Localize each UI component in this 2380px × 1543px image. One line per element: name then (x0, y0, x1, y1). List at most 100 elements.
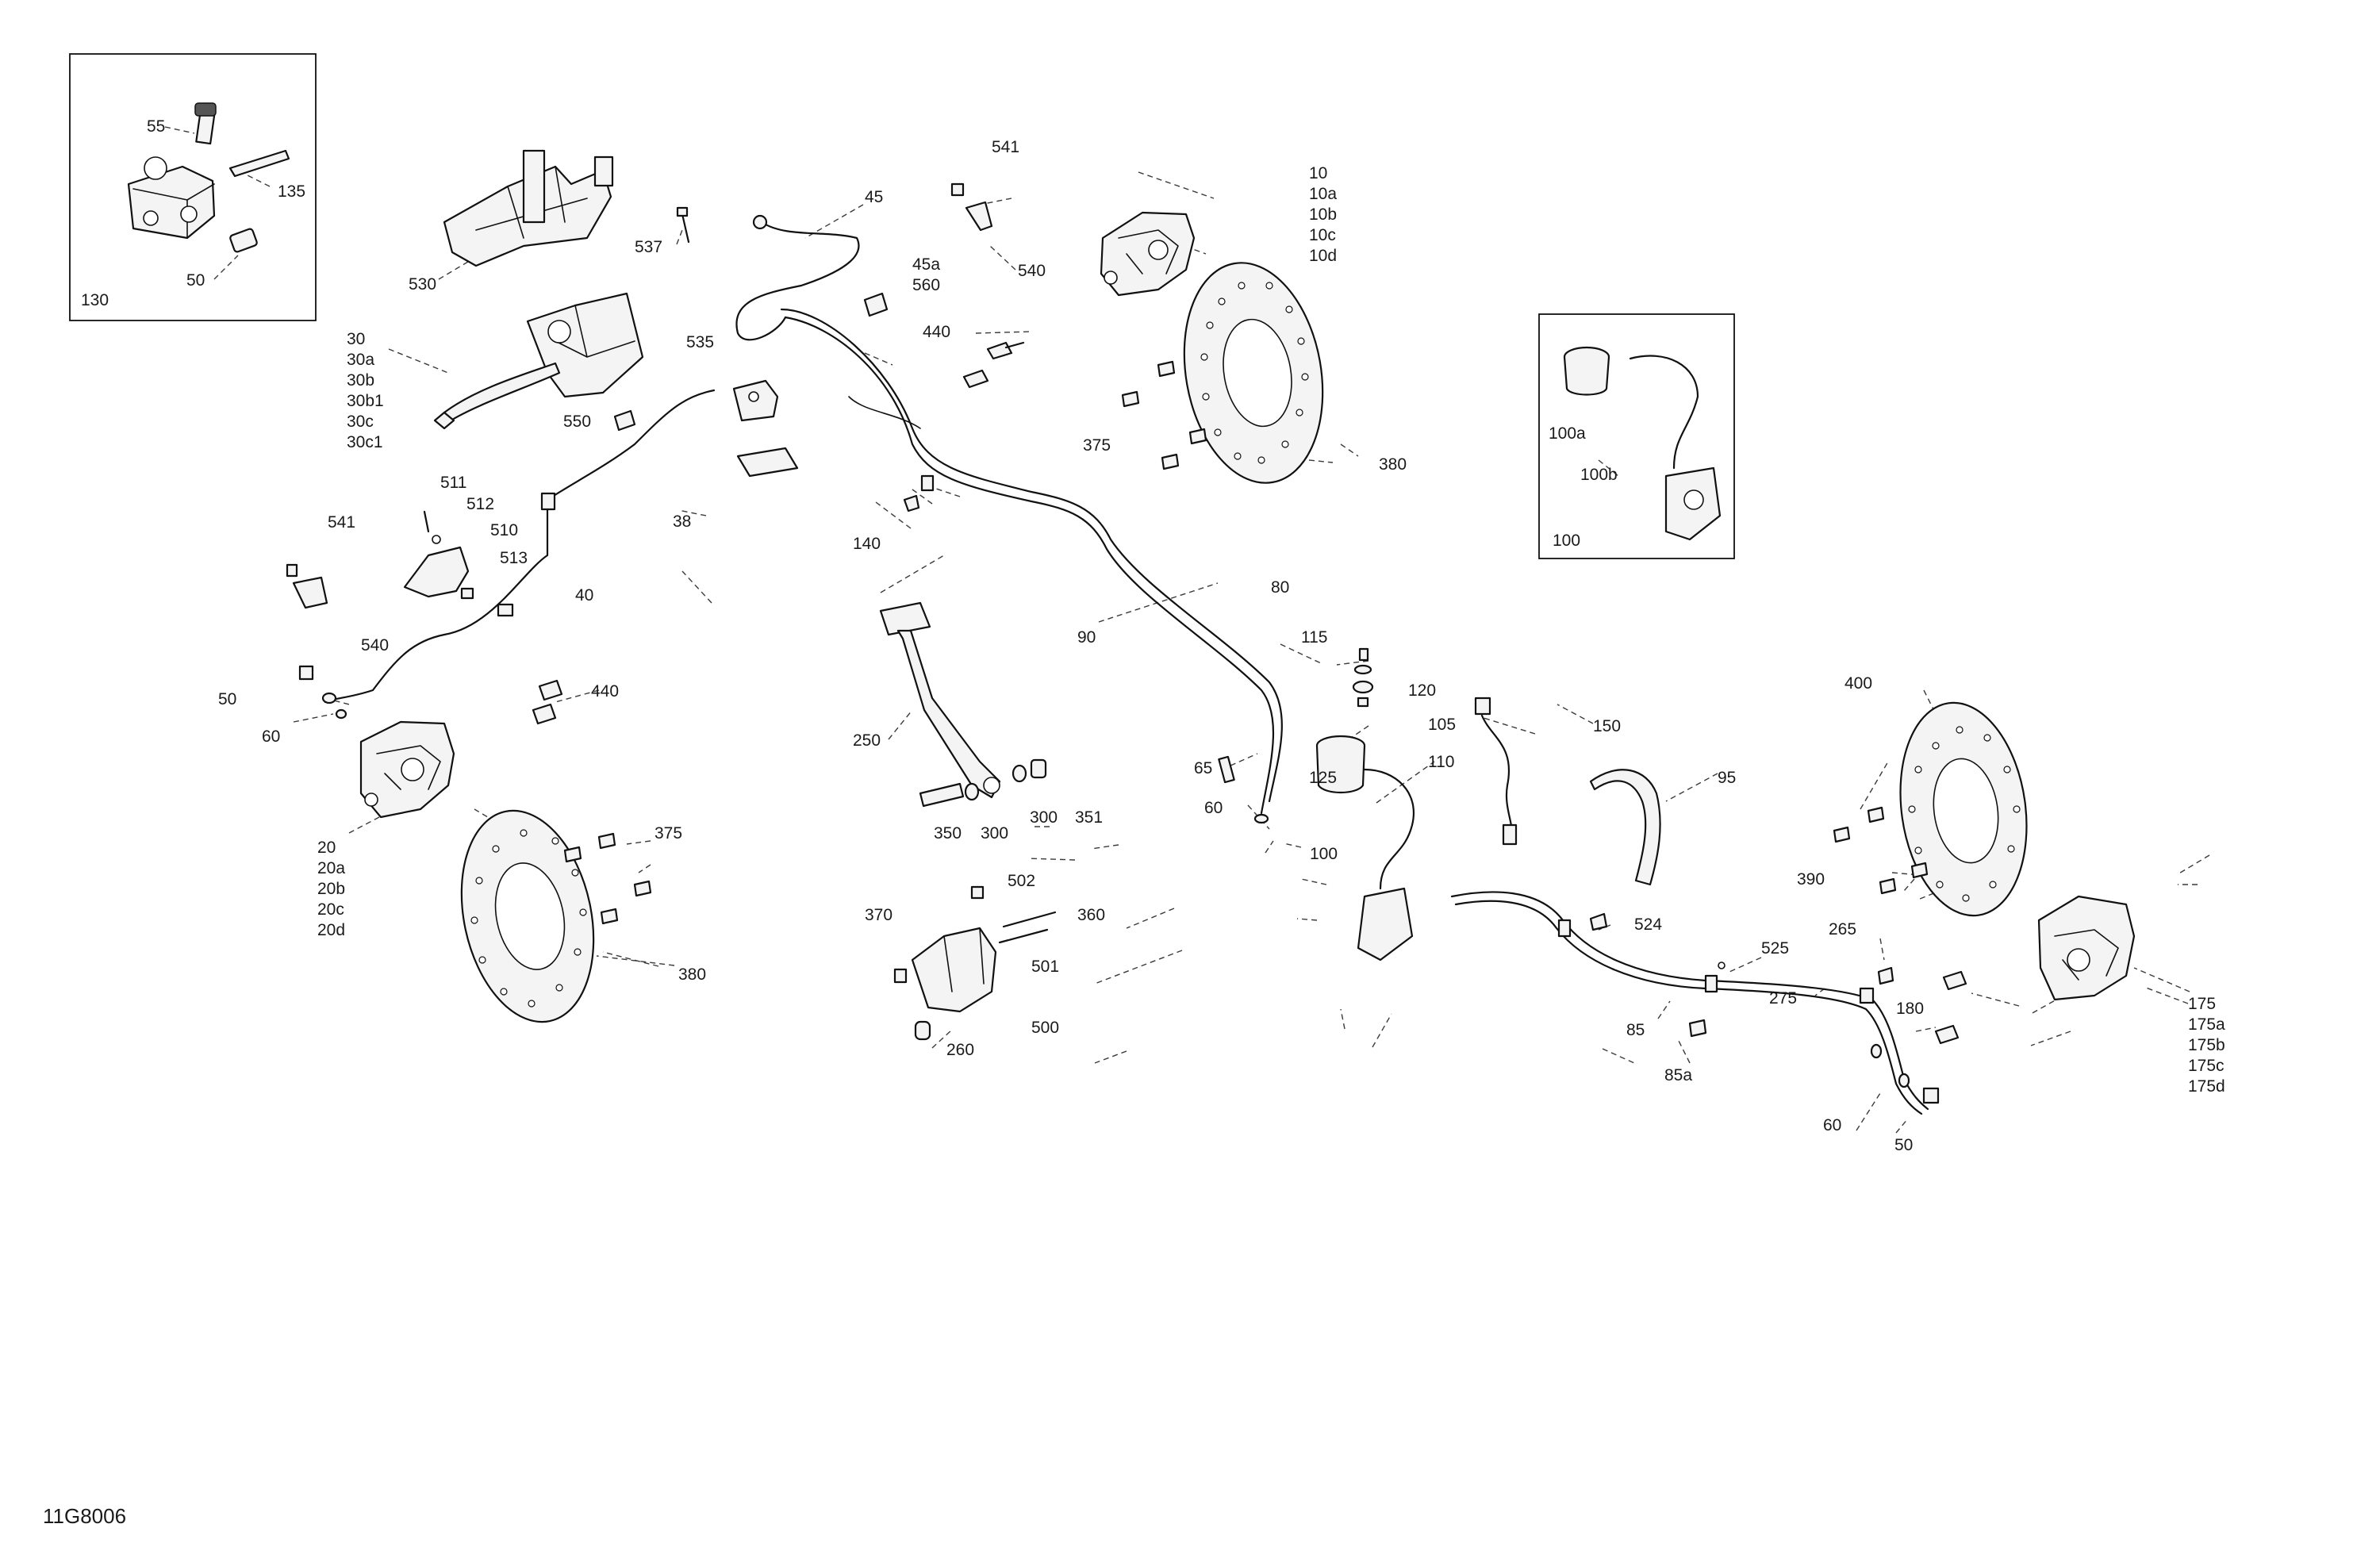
part-callout: 20 (317, 839, 336, 857)
rear-reservoir-stack (1352, 647, 1374, 708)
part-callout: 100a (1549, 424, 1586, 443)
bracket-530 (443, 149, 614, 267)
part-callout: 180 (1896, 1000, 1924, 1018)
part-callout: 10 (1309, 164, 1327, 182)
part-callout: 55 (147, 117, 165, 136)
hose-95 (1589, 769, 1661, 886)
part-callout: 20c (317, 900, 344, 919)
part-callout: 370 (865, 906, 892, 924)
clip-541-left (286, 563, 328, 609)
part-callout: 260 (946, 1041, 974, 1059)
part-callout: 250 (853, 731, 881, 750)
rear-master-cylinder-125 (1315, 735, 1415, 961)
brake-disc-380-lower (460, 809, 595, 1023)
part-callout: 60 (1823, 1116, 1841, 1134)
reservoir-100a (1563, 346, 1722, 541)
part-callout: 45 (865, 188, 883, 206)
part-callout: 10b (1309, 205, 1337, 224)
part-callout: 440 (591, 682, 619, 700)
part-callout: 525 (1761, 939, 1789, 958)
part-callout: 30b1 (347, 392, 384, 410)
part-callout: 560 (912, 276, 940, 294)
part-callout: 50 (186, 271, 205, 290)
bolts-375-top (1121, 360, 1207, 470)
part-callout: 115 (1301, 628, 1327, 647)
part-callout: 541 (328, 513, 355, 532)
part-callout: 30 (347, 330, 365, 348)
part-callout: 30c (347, 413, 374, 431)
part-callout: 10a (1309, 185, 1337, 203)
part-callout: 50 (1894, 1136, 1913, 1154)
small-clips-rear (1589, 912, 1894, 1038)
fittings-60-50-rear (1870, 1043, 1940, 1104)
part-callout: 175 (2188, 995, 2216, 1013)
brake-lever-30 (433, 292, 644, 430)
caliper-175 (2037, 895, 2136, 1001)
part-callout: 524 (1634, 915, 1662, 934)
part-callout: 440 (923, 323, 950, 341)
clip-541-top (950, 182, 993, 232)
part-callout: 502 (1008, 872, 1035, 890)
part-callout: 30c1 (347, 433, 383, 451)
part-callout: 30b (347, 371, 374, 390)
part-callout: 60 (262, 727, 280, 746)
part-callout: 540 (1018, 262, 1046, 280)
part-callout: 300 (1030, 808, 1058, 827)
part-callout: 380 (678, 965, 706, 984)
part-callout: 30a (347, 351, 374, 369)
sensor-150 (1474, 697, 1518, 846)
pedal-pin-350 (919, 758, 1047, 808)
inset-frame-130 (69, 53, 317, 321)
part-callout: 40 (575, 586, 593, 605)
part-callout: 20d (317, 921, 345, 939)
bolts-375-lower (563, 832, 652, 925)
part-callout: 513 (500, 549, 528, 567)
brake-line-40 (324, 389, 716, 704)
part-callout: 60 (1204, 799, 1223, 817)
part-callout: 85a (1664, 1066, 1692, 1084)
part-callout: 501 (1031, 958, 1059, 976)
part-callout: 350 (934, 824, 962, 843)
fittings-50-60-left (298, 665, 347, 720)
part-callout: 120 (1408, 681, 1436, 700)
pedal-bracket-500 (893, 885, 1057, 1041)
document-id: 11G8006 (43, 1504, 126, 1528)
bolt-537 (676, 206, 690, 244)
part-callout: 125 (1309, 769, 1337, 787)
caliper-20 (359, 720, 455, 819)
part-callout: 540 (361, 636, 389, 654)
part-callout: 20a (317, 859, 345, 877)
part-callout: 175a (2188, 1015, 2225, 1034)
brake-line-85 (1450, 891, 1929, 1115)
part-callout: 500 (1031, 1019, 1059, 1037)
part-callout: 110 (1428, 753, 1454, 771)
part-callout: 100b (1580, 466, 1618, 484)
part-callout: 537 (635, 238, 662, 256)
part-callout: 360 (1077, 906, 1105, 924)
brake-lines-80-90 (780, 308, 1283, 815)
bracket-510 (403, 510, 474, 600)
part-callout: 38 (673, 512, 691, 531)
inset-label-130: 130 (81, 291, 109, 309)
distribution-block-38 (732, 379, 799, 478)
part-callout: 10d (1309, 247, 1337, 265)
part-callout: 140 (853, 535, 881, 553)
part-callout: 351 (1075, 808, 1103, 827)
inset-frame-100 (1538, 313, 1735, 559)
part-callout: 100 (1310, 845, 1338, 863)
valve-block-130 (127, 102, 290, 253)
part-callout: 85 (1626, 1021, 1645, 1039)
part-callout: 510 (490, 521, 518, 539)
caliper-10 (1100, 211, 1196, 297)
brake-disc-380-top (1183, 262, 1324, 484)
part-callout: 90 (1077, 628, 1096, 647)
part-callout: 535 (686, 333, 714, 351)
hose-45 (735, 214, 860, 341)
part-callout: 375 (654, 824, 682, 843)
part-callout: 390 (1797, 870, 1825, 889)
part-callout: 135 (278, 182, 305, 201)
part-callout: 530 (409, 275, 436, 294)
part-callout: 511 (440, 474, 466, 492)
brake-disc-400 (1899, 701, 2028, 917)
bolts-180 (1934, 970, 1967, 1045)
